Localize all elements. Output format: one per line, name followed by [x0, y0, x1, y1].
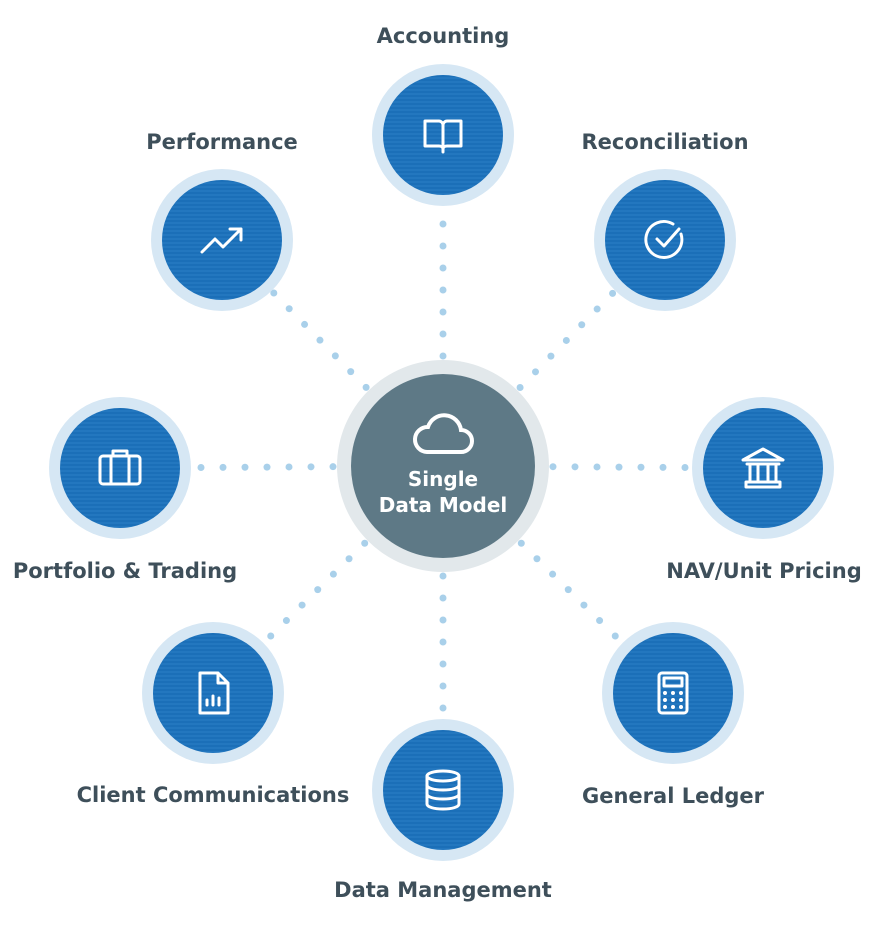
connector-dot: [549, 570, 557, 578]
connector-dot: [533, 555, 541, 563]
center-single-data-model[interactable]: Single Data Model: [337, 360, 549, 572]
connector-dot: [578, 321, 586, 329]
node-portfolio-trading[interactable]: [49, 397, 191, 539]
connector-dot: [345, 555, 353, 563]
connector-dot: [298, 601, 306, 609]
connector-dot: [267, 632, 275, 640]
label-data-management: Data Management: [334, 878, 552, 902]
node-accounting[interactable]: [372, 64, 514, 206]
connector-dot: [316, 336, 324, 344]
connector-dot: [439, 330, 447, 338]
connector-dot: [659, 463, 667, 471]
connector-dot: [562, 336, 570, 344]
connector-dot: [532, 368, 540, 376]
connector-dot: [611, 632, 619, 640]
connector-dot: [593, 305, 601, 313]
book-icon: [423, 119, 463, 154]
node-nav-unit-pricing[interactable]: [692, 397, 834, 539]
calculator-icon: [657, 671, 689, 715]
connector-dot: [329, 463, 337, 471]
connector-dot: [637, 463, 645, 471]
bank-icon: [741, 447, 785, 489]
report-icon: [198, 671, 230, 715]
connector-dot: [347, 368, 355, 376]
connector-dot: [197, 463, 205, 471]
connector-dot: [301, 320, 309, 328]
connector-dot: [615, 463, 623, 471]
connector-dot: [681, 464, 689, 472]
connector-dot: [439, 242, 447, 250]
label-reconciliation: Reconciliation: [581, 130, 749, 154]
trend-up-icon: [200, 227, 243, 254]
connector-dot: [439, 704, 447, 712]
connector-dot: [314, 586, 322, 594]
connector-dot: [307, 463, 315, 471]
connector-dot: [439, 682, 447, 690]
connector-dot: [564, 586, 572, 594]
connector-dot: [439, 286, 447, 294]
connector-dot: [580, 601, 588, 609]
connector-dot: [263, 463, 271, 471]
connector-dot: [362, 383, 370, 391]
center-title: Single Data Model: [378, 467, 508, 517]
connector-dot: [439, 264, 447, 272]
label-client-communications: Client Communications: [76, 783, 350, 807]
node-general-ledger[interactable]: [602, 622, 744, 764]
connector-dot: [516, 384, 524, 392]
connector-dot: [285, 305, 293, 313]
label-accounting: Accounting: [376, 24, 510, 48]
connector-dot: [361, 539, 369, 547]
cloud-icon: [413, 413, 474, 454]
connector-dot: [609, 289, 617, 297]
connector-dot: [329, 570, 337, 578]
label-performance: Performance: [146, 130, 298, 154]
check-circle-icon: [644, 220, 684, 259]
connector-dot: [593, 463, 601, 471]
label-nav-unit-pricing: NAV/Unit Pricing: [666, 559, 862, 583]
connector-dot: [517, 539, 525, 547]
database-icon: [425, 769, 461, 811]
connector-dot: [241, 463, 249, 471]
connector-dot: [596, 617, 604, 625]
connector-dot: [439, 308, 447, 316]
connector-dot: [219, 463, 227, 471]
connector-dot: [270, 289, 278, 297]
connector-dot: [439, 220, 447, 228]
connector-dot: [571, 463, 579, 471]
connector-dot: [439, 660, 447, 668]
connector-dot: [439, 594, 447, 602]
connector-dot: [331, 352, 339, 360]
label-general-ledger: General Ledger: [582, 784, 764, 808]
connector-dot: [439, 616, 447, 624]
connector-dot: [439, 572, 447, 580]
node-performance[interactable]: [151, 169, 293, 311]
connector-dot: [285, 463, 293, 471]
connector-dot: [439, 352, 447, 360]
connector-dot: [282, 617, 290, 625]
briefcase-icon: [98, 449, 142, 486]
node-reconciliation[interactable]: [594, 169, 736, 311]
node-client-communications[interactable]: [142, 622, 284, 764]
connector-dot: [547, 352, 555, 360]
connector-dot: [549, 463, 557, 471]
node-data-management[interactable]: [372, 719, 514, 861]
label-portfolio-trading: Portfolio & Trading: [12, 559, 238, 583]
connector-dot: [439, 638, 447, 646]
